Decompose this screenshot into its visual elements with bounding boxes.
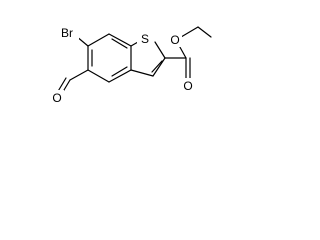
ester-ether-oxygen-label: O [170,33,179,47]
bond [151,60,163,73]
bond [87,33,110,47]
structure-diagram: S O O Br O [50,25,212,105]
sulfur-label: S [141,32,149,46]
aldehyde-oxygen-label: O [52,91,61,105]
label-background [59,25,79,40]
label-background [50,90,64,105]
bond [130,69,154,77]
bond [111,66,128,77]
bond [152,57,166,77]
ester-carbonyl-oxygen-label: O [183,79,192,93]
bond [108,33,132,47]
bond [87,69,110,83]
substituent-bonds [56,26,212,96]
bromine-label: Br [61,26,73,40]
label-background [181,78,195,93]
bond [111,38,128,49]
bond [108,69,132,83]
bond [197,26,212,38]
bond [69,69,89,81]
bond [154,41,166,59]
label-background [137,30,153,46]
atom-labels: S O O Br O [50,25,195,105]
ring-bonds [87,33,166,83]
label-background [168,32,182,47]
